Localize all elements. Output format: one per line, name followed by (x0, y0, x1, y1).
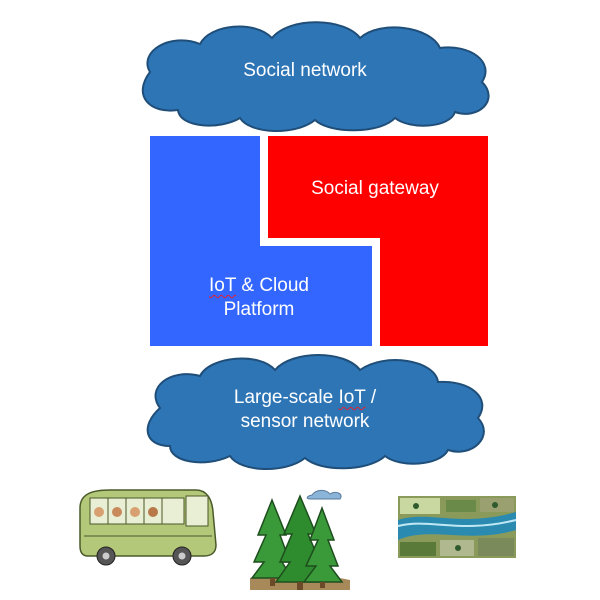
iot-cloud-platform-block (150, 136, 372, 346)
sensor-network-label: Large-scale IoT / sensor network (200, 386, 410, 434)
social-gateway-text: Social gateway (311, 178, 439, 199)
sensor-line1: Large-scale IoT / (200, 386, 410, 410)
iot-cloud-platform-label: IoT & Cloud Platform (184, 274, 334, 322)
aerial-landscape-icon (397, 496, 517, 558)
iot-cloud-line1: IoT & Cloud (184, 274, 334, 298)
platform-word: Platform (223, 298, 295, 320)
forest-trees-icon (250, 489, 350, 590)
social-gateway-block (268, 136, 488, 346)
social-network-label: Social network (200, 59, 410, 83)
large-scale-word: Large-scale (233, 387, 339, 408)
sensor-network-text: sensor network (240, 410, 370, 432)
iot-word-2: IoT (338, 387, 366, 408)
iot-word: IoT (209, 275, 237, 296)
sensor-network-cloud (146, 354, 485, 470)
social-network-cloud (141, 21, 490, 132)
social-gateway-label: Social gateway (290, 177, 460, 201)
slash-text: / (365, 387, 377, 408)
social-network-text: Social network (243, 60, 367, 81)
bus-icon (79, 489, 217, 566)
cloud-word: & Cloud (236, 275, 309, 296)
